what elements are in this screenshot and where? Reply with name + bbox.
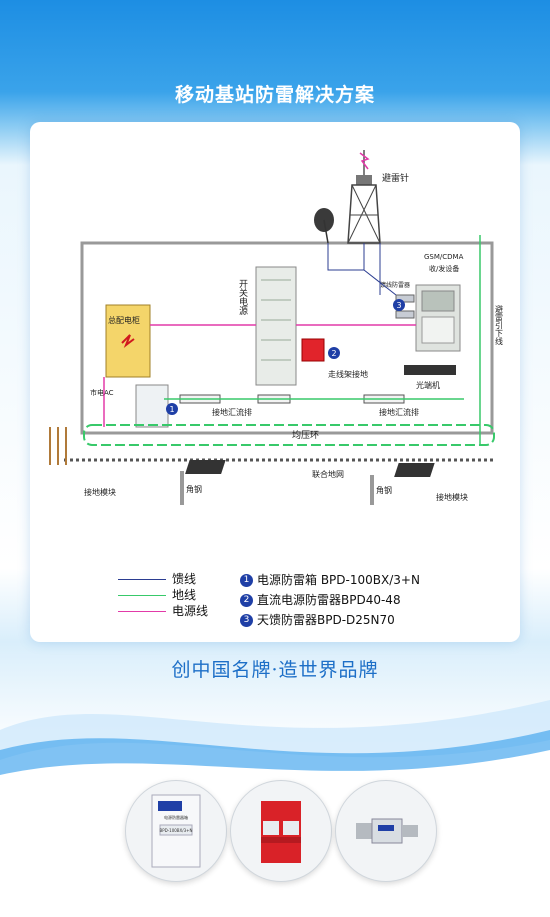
marker-2-text: 2 xyxy=(331,349,336,358)
legend-feeder-swatch xyxy=(118,579,166,580)
legend-power: 电源线 xyxy=(118,604,208,618)
product-image-dc-protector xyxy=(230,780,332,882)
mains-ac-label: 市电AC xyxy=(90,388,114,397)
product-item-2: 2 直流电源防雷器BPD40-48 xyxy=(240,592,401,608)
downlead-label: 避雷引下线 xyxy=(495,304,504,345)
gsm-label: GSM/CDMA xyxy=(424,253,464,261)
feeder-protector-label: 馈线防雷器 xyxy=(380,281,410,289)
legend: 馈线 地线 电源线 xyxy=(118,572,448,632)
marker-1 xyxy=(166,403,178,415)
angle-steel-left xyxy=(180,471,184,505)
gsm-equipment xyxy=(415,284,461,352)
optical-terminal xyxy=(404,365,456,375)
marker-3 xyxy=(393,299,405,311)
switch-power-cabinet xyxy=(255,266,297,386)
legend-power-label: 电源线 xyxy=(172,604,209,618)
lightning-tower xyxy=(347,150,381,244)
ground-module-left-label: 接地模块 xyxy=(84,487,116,497)
legend-feeder: 馈线 xyxy=(118,572,196,586)
product-num-2: 2 xyxy=(240,594,253,607)
product-box-line1: 电源防雷器箱 xyxy=(164,814,188,820)
product-box-line2: BPD-100BX/3+N xyxy=(159,828,192,833)
building-outline xyxy=(80,241,494,435)
product-item-3: 3 天馈防雷器BPD-D25N70 xyxy=(240,612,395,628)
ground-module-right xyxy=(394,463,435,477)
antenna-dish xyxy=(314,208,334,244)
product-item-1: 1 电源防雷箱 BPD-100BX/3+N xyxy=(240,572,420,588)
distribution-cabinet xyxy=(105,304,151,378)
power-protector-box xyxy=(135,384,169,428)
product-text-2: 直流电源防雷器BPD40-48 xyxy=(257,593,401,607)
lightning-protection-diagram: 避雷针 GSM/CDMA 收/发设备 馈线防雷器 3 避雷引下线 xyxy=(49,150,504,505)
product-text-3: 天馈防雷器BPD-D25N70 xyxy=(257,613,395,627)
product-image-feeder-protector xyxy=(335,780,437,882)
legend-ground-label: 地线 xyxy=(172,588,197,602)
legend-ground: 地线 xyxy=(118,588,196,602)
product-num-3: 3 xyxy=(240,614,253,627)
slogan: 创中国名牌·造世界品牌 xyxy=(171,659,379,681)
ground-module-right-label: 接地模块 xyxy=(436,492,468,502)
product-image-power-box: 电源防雷器箱 BPD-100BX/3+N xyxy=(125,780,227,882)
decorative-wave xyxy=(0,700,550,775)
combined-ground-label: 联合地网 xyxy=(312,469,344,479)
lightning-rod-label: 避雷针 xyxy=(382,172,409,184)
legend-power-swatch xyxy=(118,611,166,612)
feeder-protector-2 xyxy=(395,310,415,319)
ground-bus-right-label: 接地汇流排 xyxy=(379,407,419,417)
optical-terminal-label: 光端机 xyxy=(416,380,440,390)
angle-steel-right-label: 角钢 xyxy=(376,485,392,495)
ground-module-middle xyxy=(185,460,226,474)
product-text-1: 电源防雷箱 BPD-100BX/3+N xyxy=(257,573,420,587)
product-num-1: 1 xyxy=(240,574,253,587)
gsm-label-2: 收/发设备 xyxy=(429,264,459,273)
feeder-protector-1 xyxy=(395,294,415,303)
legend-ground-swatch xyxy=(118,595,166,596)
cable-rack-ground-label: 走线架接地 xyxy=(328,369,368,379)
ground-bus-left-label: 接地汇流排 xyxy=(212,407,252,417)
feeder-line-1 xyxy=(327,243,365,271)
marker-3-text: 3 xyxy=(396,301,401,310)
equalizing-ring xyxy=(83,424,495,446)
angle-steel-right xyxy=(370,475,374,505)
marker-2 xyxy=(328,347,340,359)
equalizing-ring-label: 均压环 xyxy=(292,429,319,441)
utility-poles xyxy=(49,427,67,465)
dc-protector xyxy=(301,338,325,362)
legend-feeder-label: 馈线 xyxy=(172,572,197,586)
switch-power-label: 开关电源 xyxy=(237,279,248,316)
marker-1-text: 1 xyxy=(169,405,174,414)
page-title: 移动基站防雷解决方案 xyxy=(174,84,375,106)
angle-steel-left-label: 角钢 xyxy=(186,484,202,494)
distribution-cabinet-label: 总配电柜 xyxy=(108,315,140,325)
